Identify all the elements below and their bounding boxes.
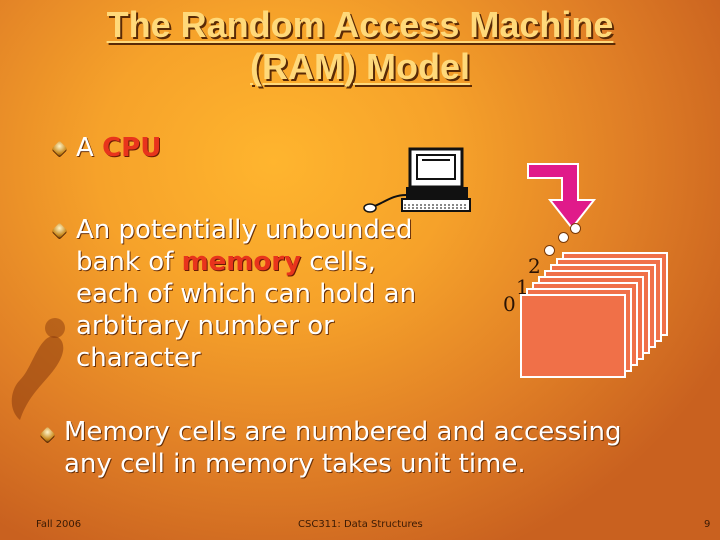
title-line-1: The Random Access Machine bbox=[106, 4, 614, 45]
bullet-memory-line-5: character bbox=[76, 343, 201, 373]
figure-watermark-icon bbox=[11, 318, 65, 420]
computer-icon bbox=[363, 147, 471, 213]
bullet-unit-time-line-1: Memory cells are numbered and accessing bbox=[64, 417, 622, 447]
ellipsis-dot bbox=[545, 246, 554, 255]
bullet-memory-line-1: An potentially unbounded bbox=[76, 215, 413, 245]
bullet-memory-line-2-pre: bank of bbox=[76, 247, 182, 277]
footer-page-number: 9 bbox=[704, 519, 711, 530]
footer-date: Fall 2006 bbox=[36, 519, 82, 530]
bullet-memory-line-3: each of which can hold an bbox=[76, 279, 417, 309]
bullet-cpu: A CPU bbox=[76, 132, 161, 164]
footer-course: CSC311: Data Structures bbox=[298, 519, 423, 530]
title-line-2: (RAM) Model bbox=[250, 46, 470, 87]
memory-label-2: 2 bbox=[528, 254, 541, 278]
diamond-bullet-icon bbox=[51, 140, 68, 157]
bullet-unit-time-line-2: any cell in memory takes unit time. bbox=[64, 449, 526, 479]
ellipsis-dot bbox=[559, 233, 568, 242]
diamond-bullet-icon bbox=[51, 222, 68, 239]
bullet-memory: An potentially unbounded bank of memory … bbox=[76, 214, 416, 374]
down-arrow-icon bbox=[527, 163, 597, 230]
cpu-highlight: CPU bbox=[102, 133, 162, 163]
memory-label-0: 0 bbox=[503, 292, 516, 316]
bullet-memory-line-4: arbitrary number or bbox=[76, 311, 334, 341]
bullet-memory-line-2-post: cells, bbox=[301, 247, 376, 277]
slide-title: The Random Access Machine (RAM) Model bbox=[0, 4, 720, 88]
bullet-unit-time: Memory cells are numbered and accessing … bbox=[64, 416, 622, 480]
ellipsis-dot bbox=[571, 224, 580, 233]
memory-highlight: memory bbox=[181, 247, 302, 277]
bullet-memory-line-2: bank of memory cells, bbox=[76, 246, 416, 278]
bullet-cpu-prefix: A bbox=[76, 133, 103, 163]
memory-cell bbox=[520, 294, 626, 378]
memory-label-1: 1 bbox=[516, 275, 529, 299]
